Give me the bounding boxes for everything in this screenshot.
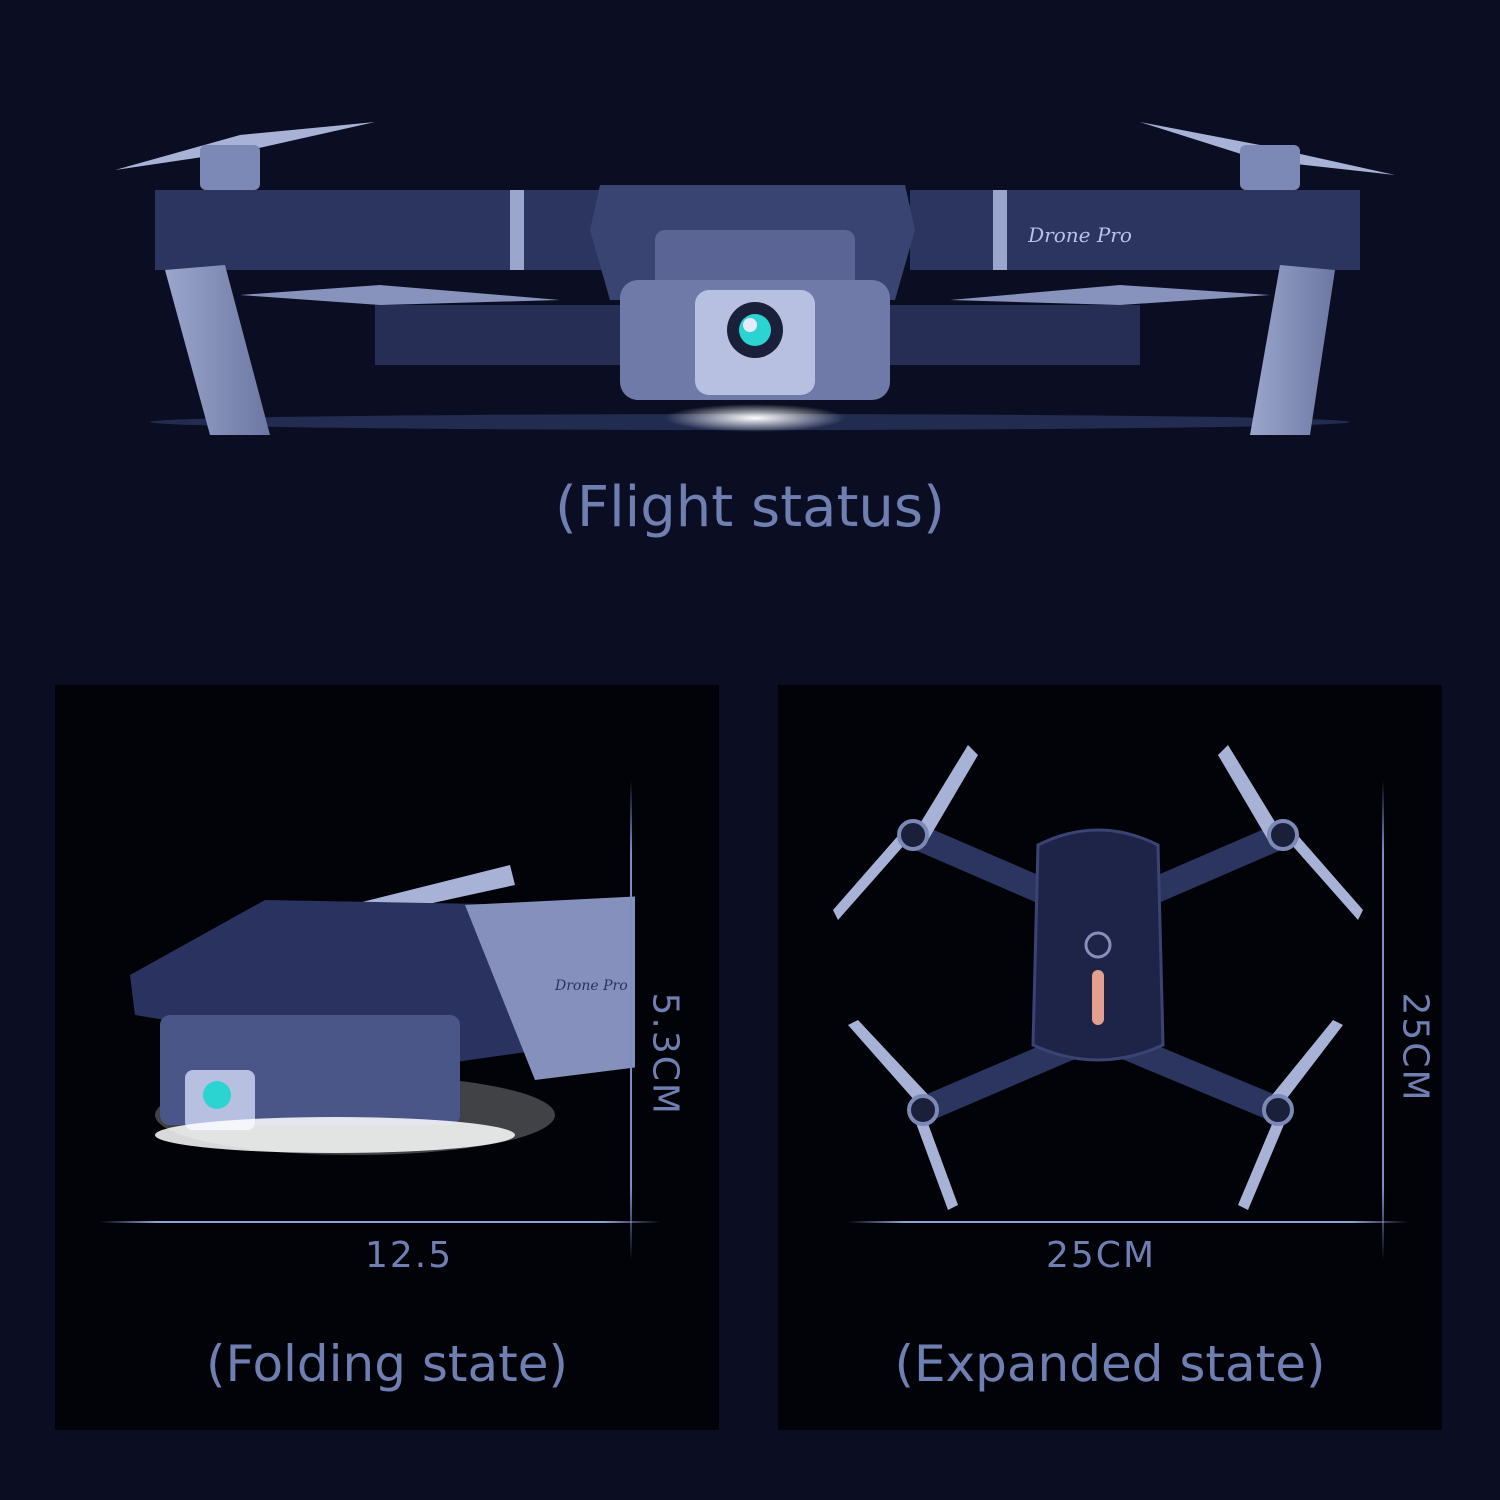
folding-state-panel: Drone Pro 5.3CM 12.5 (Folding state) — [55, 685, 719, 1430]
folding-state-caption: (Folding state) — [205, 1335, 569, 1393]
flight-status-caption: (Flight status) — [555, 475, 945, 540]
height-label: 25CM — [1394, 992, 1436, 1103]
height-dimension-line — [630, 780, 632, 1260]
expanded-state-panel: 25CM 25CM (Expanded state) — [778, 685, 1442, 1430]
flight-drone-image: Drone Pro — [115, 122, 1395, 435]
expanded-state-caption: (Expanded state) — [894, 1335, 1326, 1393]
folded-drone-image: Drone Pro — [130, 865, 635, 1155]
width-label: 25CM — [1046, 1235, 1157, 1276]
width-label: 12.5 — [365, 1235, 454, 1276]
height-dimension-line — [1382, 780, 1384, 1260]
width-dimension-line — [100, 1221, 660, 1223]
brand-logo: Drone Pro — [1027, 223, 1132, 247]
height-label: 5.3CM — [644, 992, 686, 1116]
brand-logo: Drone Pro — [554, 978, 628, 994]
expanded-drone-image — [833, 745, 1363, 1210]
width-dimension-line — [848, 1221, 1408, 1223]
